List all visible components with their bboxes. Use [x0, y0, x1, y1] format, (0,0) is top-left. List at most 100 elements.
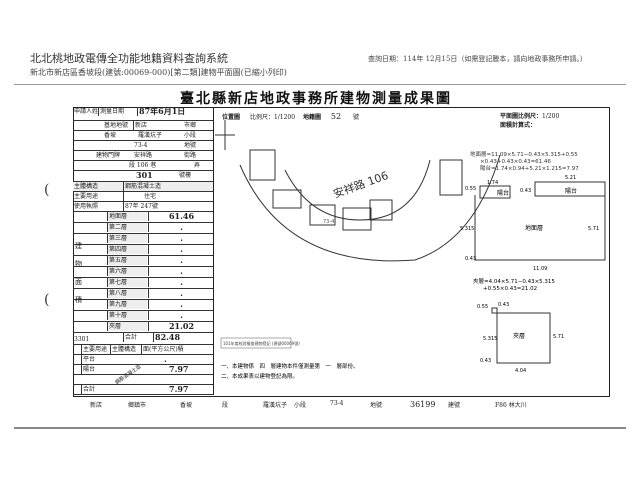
- subsection-unit: 小段: [184, 132, 197, 139]
- dim: 5.21: [565, 175, 576, 181]
- floor-row: 第七層.: [73, 278, 213, 289]
- dim: 0.55: [465, 186, 476, 192]
- note-2: 二、本成果表以建物登記為限。: [221, 372, 298, 380]
- floor-name: 第六層: [107, 267, 147, 276]
- footer-lot-unit: 地號: [370, 402, 383, 409]
- dim: 0.43: [520, 188, 531, 194]
- floor-name: 地面層: [107, 212, 147, 221]
- calc-label: 面積計算式：: [500, 122, 537, 129]
- floor-area: .: [148, 245, 213, 254]
- ground-label: 地面層: [525, 224, 543, 232]
- balcony-label: 陽台: [565, 187, 577, 195]
- sheet-unit: 號: [353, 114, 360, 121]
- road-unit: 街路: [184, 152, 197, 159]
- floor-area: 21.02: [148, 322, 213, 331]
- location-map: [215, 120, 501, 262]
- lot-unit: 地號: [184, 142, 197, 149]
- plan-scale-label: 平面圖比例尺：: [500, 113, 543, 120]
- dim: 5.315: [483, 336, 497, 342]
- plan-scale: 平面圖比例尺：1/200 面積計算式：: [500, 112, 559, 130]
- road-lot: 73-4: [323, 219, 334, 225]
- structure: 鋼筋混凝土造: [123, 182, 213, 191]
- attached-header-structure: 主體構造: [110, 345, 142, 354]
- footer-section: 香坡: [180, 402, 193, 409]
- floor-name: 第十層: [107, 311, 147, 320]
- house-number: 301: [136, 171, 153, 180]
- floor-name: 第九層: [107, 300, 147, 309]
- document-title: 臺北縣新店地政事務所建物測量成果圖: [180, 91, 452, 107]
- lane-unit: 弄: [194, 162, 201, 169]
- floor-area: .: [148, 300, 213, 309]
- floor-name: 第四層: [107, 245, 147, 254]
- footer-district: 新店: [90, 402, 103, 409]
- binding-mark: (: [44, 292, 50, 308]
- attached-area: .: [164, 355, 167, 364]
- row-survey-date: 申請人姓名 測量日期 87年6月1日: [73, 107, 213, 121]
- floor-area: .: [148, 267, 213, 276]
- formula-mezz: 夾層=4.04×5.71−0.43×5.315: [473, 278, 555, 285]
- sheet-number: 52: [330, 112, 342, 121]
- document-subtitle: 新北市新店區香坡段(建號:00069-000)[第二類]建物平面圖(已縮小列印): [30, 68, 287, 77]
- survey-date-label: 測量日期: [98, 107, 138, 116]
- footer-district-unit: 鄉鎮市: [128, 402, 147, 409]
- completion-label: 使用執照: [74, 203, 99, 210]
- floor-area: .: [148, 278, 213, 287]
- attached-total: 7.97: [169, 385, 189, 394]
- attached-header-area: 面(平方公尺)積: [141, 345, 213, 354]
- floor-row: 第四層.: [73, 245, 213, 256]
- district-unit: 市鄉: [184, 122, 197, 129]
- footer-lot: 73-4: [330, 400, 344, 407]
- lane: 段 106 巷: [129, 162, 157, 169]
- formula-ground-2: ×0.43+0.43×0.43=61.46: [480, 159, 551, 165]
- lot-number: 73-4: [134, 142, 148, 149]
- usage-label: 主要用途: [74, 193, 99, 200]
- house-number-unit: 號樓: [179, 172, 192, 179]
- footer-surveyor: F86 林大川: [495, 402, 527, 409]
- floor-area: .: [148, 289, 213, 298]
- location-scale: 1/1200: [273, 114, 296, 121]
- attached-header-use: 主要用途: [81, 345, 111, 354]
- door-label: 建物門牌: [96, 152, 121, 159]
- footer-subsection-unit: 小段: [294, 402, 307, 409]
- road-name: 安祥路 106: [331, 168, 390, 201]
- ground-floor-plan: [474, 181, 606, 261]
- code: 3301: [74, 336, 90, 343]
- usage: 住宅: [123, 192, 232, 201]
- attached-use: 陽台: [81, 365, 111, 374]
- floor-row: 第三層.: [73, 234, 213, 245]
- dim: 5.71: [588, 226, 599, 232]
- stamp-box: [220, 337, 292, 349]
- subsection: 羅漢坑子: [138, 132, 163, 139]
- query-date: 查詢日期：114年 12月15日（如需登記謄本，請向地政事務所申請。）: [368, 55, 587, 63]
- stamp: 101年度校對檢查建物登記 (建號00069號): [223, 340, 300, 346]
- formula-ground: 地面層=11.09×5.71−0.43×5.315+0.55: [470, 150, 578, 158]
- footer-section-unit: 段: [222, 402, 229, 409]
- applicant-label: 申請人姓名: [74, 108, 98, 115]
- plan-scale-value: 1/200: [542, 113, 560, 120]
- floor-row: 第五層.: [73, 256, 213, 267]
- dim: 5.71: [553, 334, 564, 340]
- attached-total-label: 合計: [81, 385, 111, 394]
- footer-subsection: 羅漢坑子: [263, 402, 288, 409]
- floor-area: .: [148, 256, 213, 265]
- floor-row: 第九層.: [73, 300, 213, 311]
- total-area: 82.48: [153, 333, 213, 342]
- mezz-label: 夾層: [513, 333, 525, 340]
- floor-row: 第二層.: [73, 223, 213, 234]
- note-1: 一、本建物係 四 層建物本件僅測量第 一 層部份。: [221, 362, 359, 370]
- mezzanine-plan: [491, 307, 551, 364]
- floor-area: .: [148, 311, 213, 320]
- site-label: 基地地號: [104, 122, 129, 129]
- floor-row: 第十層.: [73, 311, 213, 322]
- dim: 0.55: [477, 304, 488, 310]
- total-label: 合計: [123, 333, 153, 342]
- attached-use: 平台: [81, 355, 111, 364]
- survey-frame: [73, 107, 610, 397]
- completion: 87年 247號: [123, 202, 213, 211]
- dim: 5.315: [460, 226, 474, 232]
- dim: 1.74: [487, 180, 498, 186]
- floor-name: 夾層: [107, 322, 147, 331]
- drawing-area: 安祥路 106 73-4 地面層=11.09×5.71−0.43×5.315+0…: [215, 120, 606, 380]
